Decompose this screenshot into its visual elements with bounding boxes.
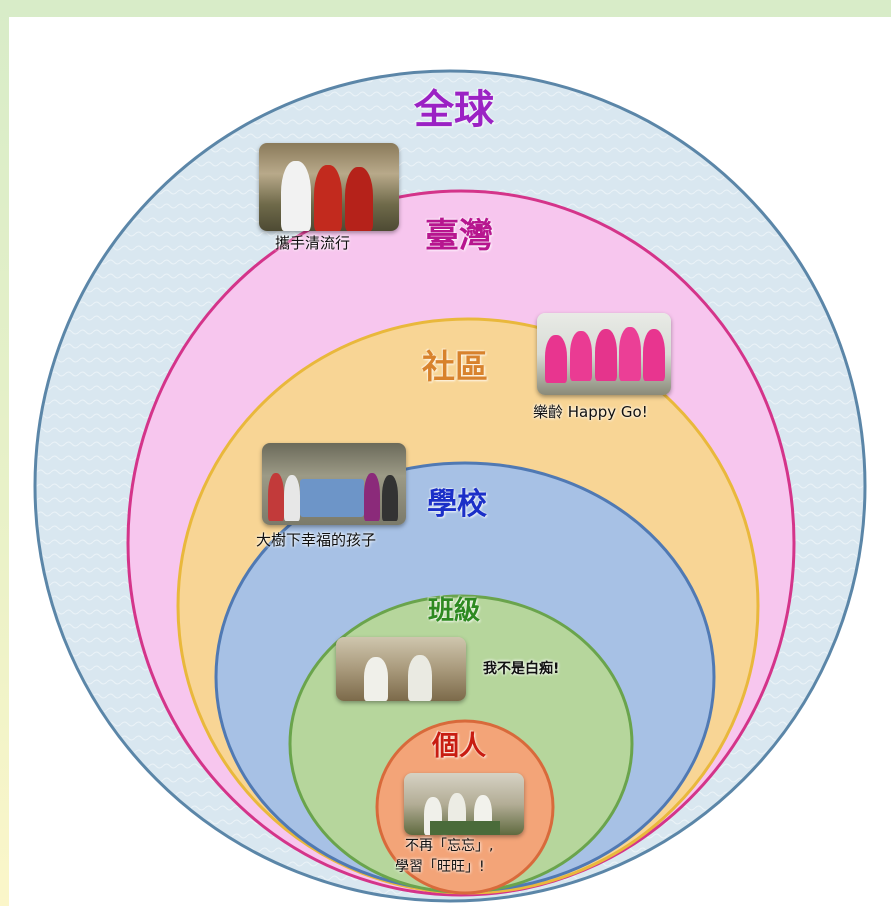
title-school: 學校 — [427, 487, 487, 522]
title-class: 班級 — [428, 596, 481, 626]
caption-community: 樂齡 Happy Go! — [533, 403, 648, 421]
caption-school: 大樹下幸福的孩子 — [256, 531, 377, 549]
diagram-canvas: 全球 臺灣 社區 學校 班級 個人 攜手清流行 樂齡 Happy Go! 大樹下… — [9, 17, 891, 906]
photo-school — [262, 443, 406, 525]
caption-individual-line2: 學習「旺旺」! — [395, 859, 485, 875]
title-individual: 個人 — [432, 731, 486, 762]
title-global: 全球 — [414, 87, 494, 133]
caption-class: 我不是白痴! — [483, 661, 560, 677]
photo-community — [537, 313, 671, 395]
photo-individual — [404, 773, 524, 835]
photo-class — [336, 637, 466, 701]
photo-taiwan — [259, 143, 399, 231]
title-taiwan: 臺灣 — [425, 216, 493, 256]
caption-individual-line1: 不再「忘忘」, — [405, 838, 494, 854]
title-community: 社區 — [422, 347, 488, 386]
caption-taiwan: 攜手清流行 — [275, 234, 351, 252]
